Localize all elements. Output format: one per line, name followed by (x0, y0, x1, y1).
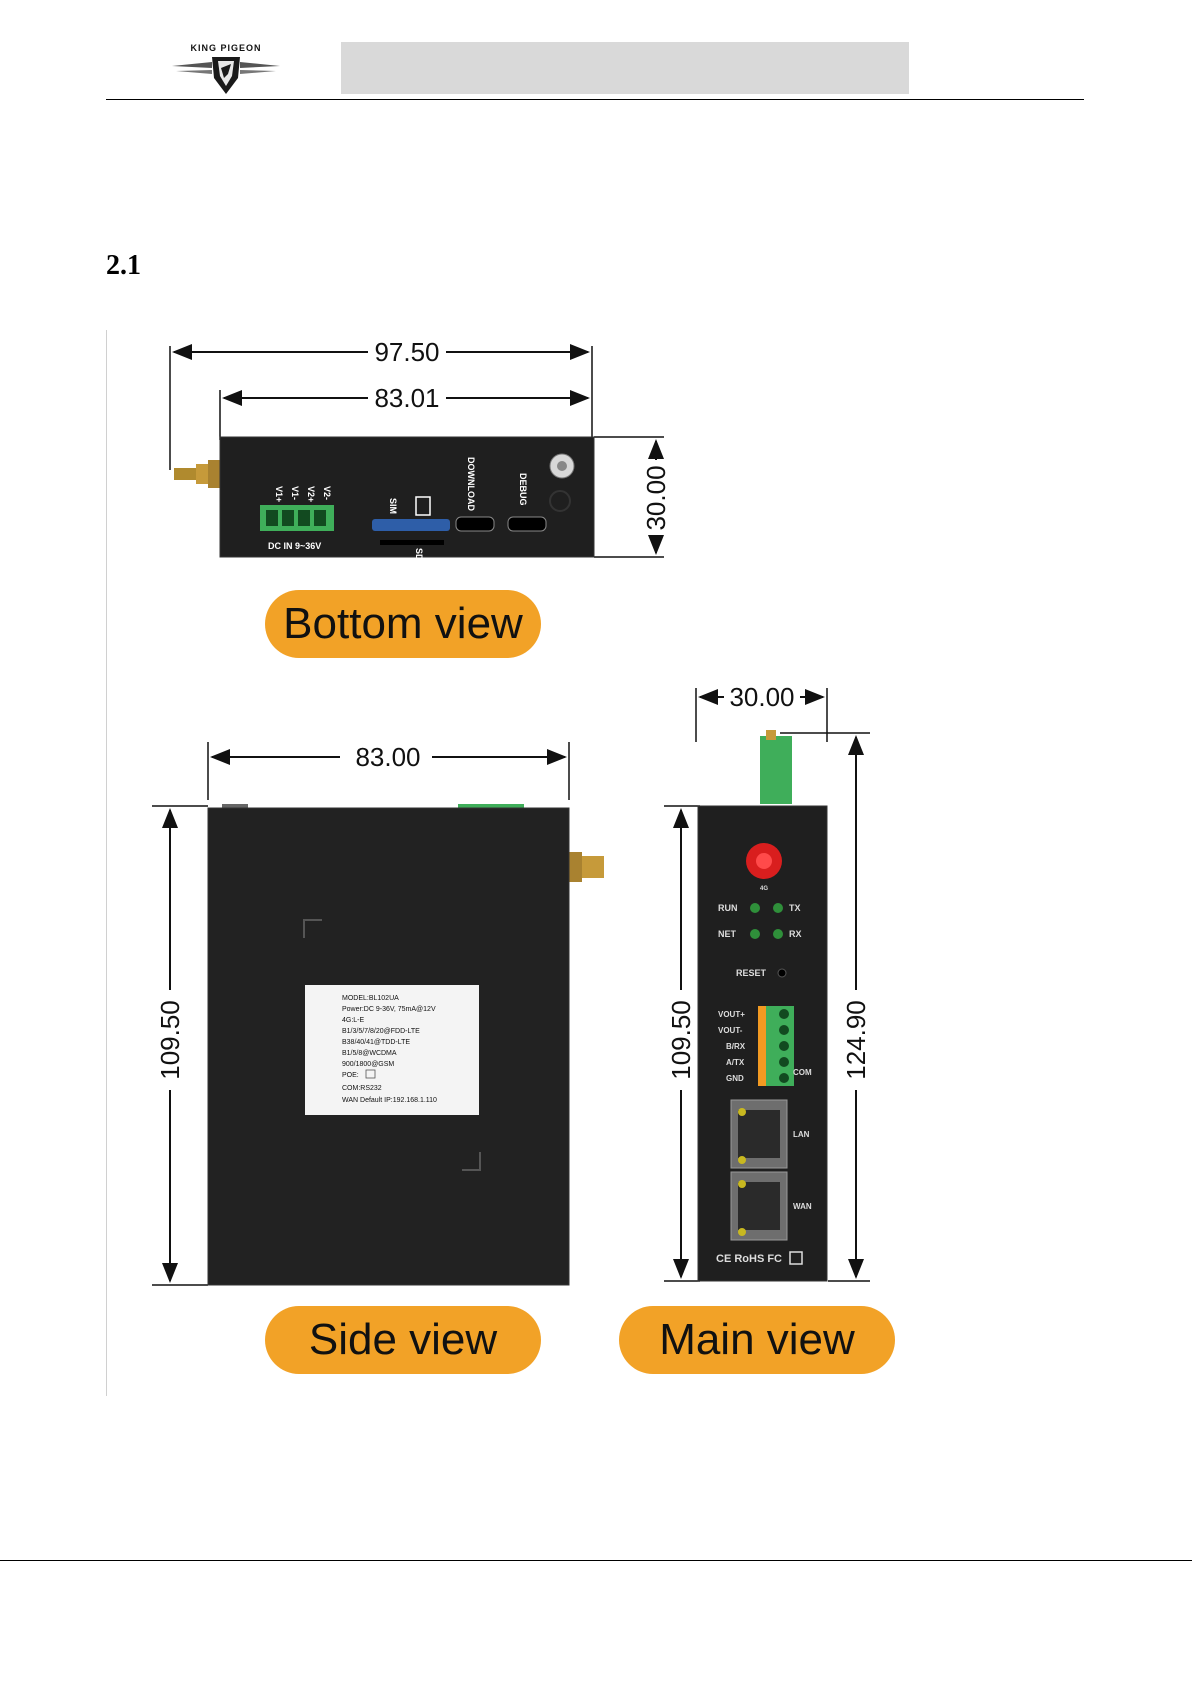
sticker-line: COM:RS232 (342, 1085, 382, 1092)
dim-height-body: 109.50 (666, 1000, 696, 1080)
term-vout-plus: VOUT+ (718, 1010, 745, 1019)
dim-width: 30.00 (729, 682, 794, 712)
term-vout-minus: VOUT- (718, 1026, 743, 1035)
dim-height: 109.50 (155, 1000, 185, 1080)
footer-divider (0, 1560, 1192, 1561)
sticker-line: Power:DC 9-36V, 75mA@12V (342, 1006, 436, 1013)
sticker-line: 4G:L-E (342, 1017, 365, 1024)
term-v2minus: V2- (322, 486, 332, 500)
sticker-line: MODEL:BL102UA (342, 995, 399, 1002)
dim-height: 30.00 (641, 465, 671, 530)
main-view: 30.00 109.50 124.90 4G RUN TX NET RX RES… (664, 682, 871, 1282)
sticker-line: POE: (342, 1072, 359, 1079)
download-label: DOWNLOAD (466, 457, 476, 511)
dim-body-width: 83.01 (374, 383, 439, 413)
pigeon-shield-icon (172, 57, 280, 94)
sticker-line: B1/3/5/7/8/20@FDD-LTE (342, 1028, 420, 1035)
cert-label: CE RoHS FC (716, 1253, 782, 1265)
wan-label: WAN (793, 1202, 812, 1211)
company-logo: KING PIGEON (168, 40, 284, 98)
bottom-view-badge: Bottom view (265, 590, 541, 658)
main-view-badge: Main view (619, 1306, 895, 1374)
term-gnd: GND (726, 1074, 744, 1083)
sticker-line: 900/1800@GSM (342, 1061, 394, 1068)
dim-width: 83.00 (355, 742, 420, 772)
term-v1plus: V1+ (274, 486, 284, 502)
led-net-label: NET (718, 929, 737, 939)
sticker-line: WAN Default IP:192.168.1.110 (342, 1097, 437, 1104)
side-view: 83.00 109.50 MODEL:BL102UA Power:DC 9-36… (152, 742, 604, 1286)
bottom-view: 97.50 83.01 30.00 V1+ V1- V2+ V2- DC IN … (169, 337, 671, 561)
header-title-bar (341, 42, 909, 94)
term-v1minus: V1- (290, 486, 300, 500)
led-tx-label: TX (789, 903, 801, 913)
header-divider (106, 99, 1084, 100)
sim-label: SIM (388, 498, 398, 514)
sticker-line: B38/40/41@TDD-LTE (342, 1039, 410, 1046)
com-label: COM (793, 1068, 812, 1077)
side-view-badge: Side view (265, 1306, 541, 1374)
led-rx-label: RX (789, 929, 802, 939)
section-number: 2.1 (106, 250, 141, 281)
figure-left-border (106, 330, 107, 1396)
dim-height-total: 124.90 (841, 1000, 871, 1080)
term-brx: B/RX (726, 1042, 746, 1051)
led-run-label: RUN (718, 903, 738, 913)
antenna-label: 4G (760, 886, 768, 892)
dim-total-width: 97.50 (374, 337, 439, 367)
power-label: DC IN 9~36V (268, 541, 321, 551)
sticker-line: B1/5/8@WCDMA (342, 1050, 397, 1057)
lan-label: LAN (793, 1130, 810, 1139)
debug-label: DEBUG (518, 473, 528, 506)
sd-label: SD (414, 548, 424, 561)
logo-text: KING PIGEON (190, 43, 262, 53)
reset-label: RESET (736, 968, 767, 978)
term-v2plus: V2+ (306, 486, 316, 502)
term-atx: A/TX (726, 1058, 745, 1067)
